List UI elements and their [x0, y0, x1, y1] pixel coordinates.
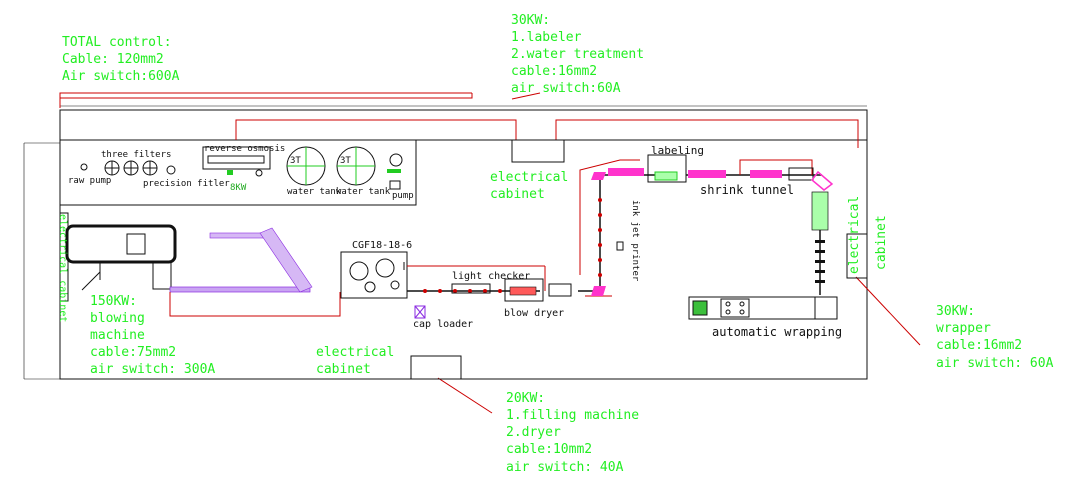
bottom-cabinet-label-1: electrical: [316, 345, 394, 360]
ink-jet-label: ink jet printer: [630, 200, 640, 282]
bottom-cabinet-box: [410, 355, 462, 380]
wrapping-machine: [688, 296, 838, 320]
cabinet-boxes: [59, 139, 868, 380]
three-filters-label: three filters: [101, 150, 171, 160]
pump-label: pump: [392, 191, 414, 201]
left-cabinet-box: [59, 212, 69, 302]
total-line-1: TOTAL control:: [62, 35, 172, 50]
shrink-tunnel: [739, 159, 834, 191]
shrink-tunnel-label: shrink tunnel: [700, 183, 794, 197]
wrapper-line-2: wrapper: [936, 321, 991, 336]
top-cabinet-box: [511, 139, 565, 163]
blowing-line-3: machine: [90, 328, 145, 343]
wrapper-line-1: 30KW:: [936, 304, 975, 319]
reverse-osmosis-label: reverse osmosis: [204, 144, 285, 154]
blow-dryer-label: blow dryer: [504, 308, 564, 319]
filler-model-label: CGF18-18-6: [352, 240, 412, 251]
main-conveyor: [407, 265, 572, 319]
bottom-cabinet-label-2: cabinet: [316, 362, 371, 377]
right-cabinet-box: [846, 233, 868, 279]
labeler-line-2: 1.labeler: [511, 30, 582, 45]
raw-pump-icon: [80, 163, 88, 171]
wrapper-line-4: air switch: 60A: [936, 356, 1054, 371]
tank-label-1: water tank: [287, 187, 342, 197]
blowing-power-note: 150KW: blowing machine cable:75mm2 air s…: [90, 294, 215, 377]
filling-line-2: 1.filling machine: [506, 408, 639, 423]
filling-line-1: 20KW:: [506, 391, 545, 406]
filling-line-5: air switch: 40A: [506, 460, 624, 475]
blowing-machine: [65, 224, 177, 291]
labeler-line-4: cable:16mm2: [511, 64, 597, 79]
filling-line-4: cable:10mm2: [506, 442, 592, 457]
labeling-label: labeling: [651, 144, 704, 157]
tank-capacity-2: 3T: [340, 156, 351, 166]
blowing-line-1: 150KW:: [90, 294, 137, 309]
filling-power-note: 20KW: 1.filling machine 2.dryer cable:10…: [506, 391, 639, 475]
precision-filter-label: precision fitler: [143, 179, 230, 189]
right-cabinet-label-1: electrical: [847, 196, 862, 274]
blowing-line-5: air switch: 300A: [90, 362, 215, 377]
filter-icon: [104, 160, 176, 176]
total-line-3: Air switch:600A: [62, 69, 180, 84]
vertical-conveyor: [578, 159, 655, 297]
power-cables: [59, 92, 921, 414]
reverse-osmosis-unit: [202, 146, 271, 170]
top-cabinet-label-1: electrical: [490, 170, 568, 185]
blowing-line-4: cable:75mm2: [90, 345, 176, 360]
blowing-line-2: blowing: [90, 311, 145, 326]
water-treatment-area: [59, 119, 859, 206]
left-cabinet-label: electrical cabinet: [57, 214, 68, 322]
labeling-machine: [647, 154, 740, 183]
ro-power-label: 8KW: [230, 183, 247, 193]
tank-capacity-1: 3T: [290, 156, 301, 166]
cap-loader-label: cap loader: [413, 319, 473, 330]
labeler-line-5: air switch:60A: [511, 81, 621, 96]
labeler-line-1: 30KW:: [511, 13, 550, 28]
wrapper-power-note: 30KW: wrapper cable:16mm2 air switch: 60…: [936, 304, 1054, 371]
raw-pump-label: raw pump: [68, 176, 111, 186]
labeler-line-3: 2.water treatment: [511, 47, 644, 62]
total-line-2: Cable: 120mm2: [62, 52, 164, 67]
wrapper-infeed: [811, 191, 829, 295]
wrapping-label: automatic wrapping: [712, 325, 842, 339]
pump-icon: [389, 153, 403, 167]
total-power-note: TOTAL control: Cable: 120mm2 Air switch:…: [62, 35, 180, 84]
filling-line-3: 2.dryer: [506, 425, 561, 440]
light-checker-label: light checker: [452, 271, 530, 282]
air-conveyor: [169, 227, 341, 317]
right-cabinet-label-2: cabinet: [874, 215, 889, 270]
filling-machine: [340, 251, 408, 299]
tank-label-2: water tank: [336, 187, 391, 197]
wrapper-line-3: cable:16mm2: [936, 338, 1022, 353]
top-cabinet-label-2: cabinet: [490, 187, 545, 202]
water-tank-icon: [286, 146, 376, 186]
labeler-power-note: 30KW: 1.labeler 2.water treatment cable:…: [511, 13, 644, 96]
